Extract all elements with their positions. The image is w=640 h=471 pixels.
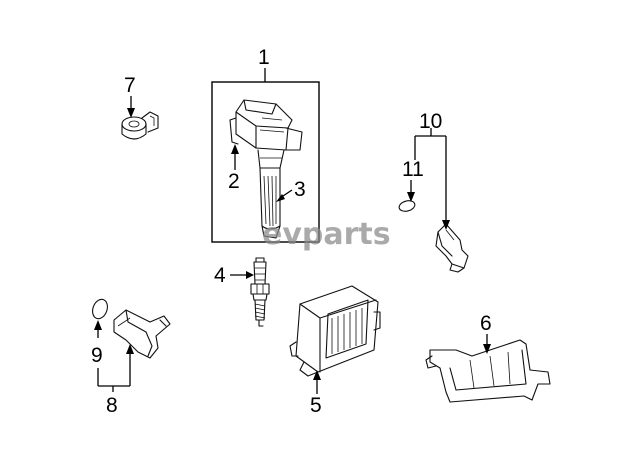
spark-plug-icon [250,257,270,327]
coil-group-frame [211,68,320,243]
callout-4-leader [230,271,254,279]
mounting-bracket-icon [425,339,551,403]
engine-control-module-icon [289,285,381,377]
callout-11: 11 [402,158,424,181]
callout-6-leader [483,334,491,354]
callout-3-leader [276,189,293,202]
callout-7: 7 [124,74,136,97]
o-ring-icon [398,200,416,212]
callout-9: 9 [91,344,103,367]
callout-8-9-leaders [94,320,134,392]
callout-3: 3 [294,178,306,201]
callout-2: 2 [228,170,240,193]
callout-10-11-leaders [407,128,450,230]
position-sensor-icon [113,309,171,359]
callout-8: 8 [106,394,118,417]
position-sensor-icon [435,223,469,273]
callout-10: 10 [419,110,442,133]
ignition-coil-icon [229,99,303,239]
callout-6: 6 [480,312,492,335]
knock-sensor-icon [121,111,159,140]
callout-5-leader [313,370,321,394]
watermark: evparts [262,217,391,252]
callout-5: 5 [310,394,322,417]
o-ring-icon [92,298,108,320]
callout-4: 4 [214,264,226,287]
callout-7-leader [127,96,135,118]
callout-1: 1 [258,46,270,69]
callout-2-leader [231,144,239,170]
